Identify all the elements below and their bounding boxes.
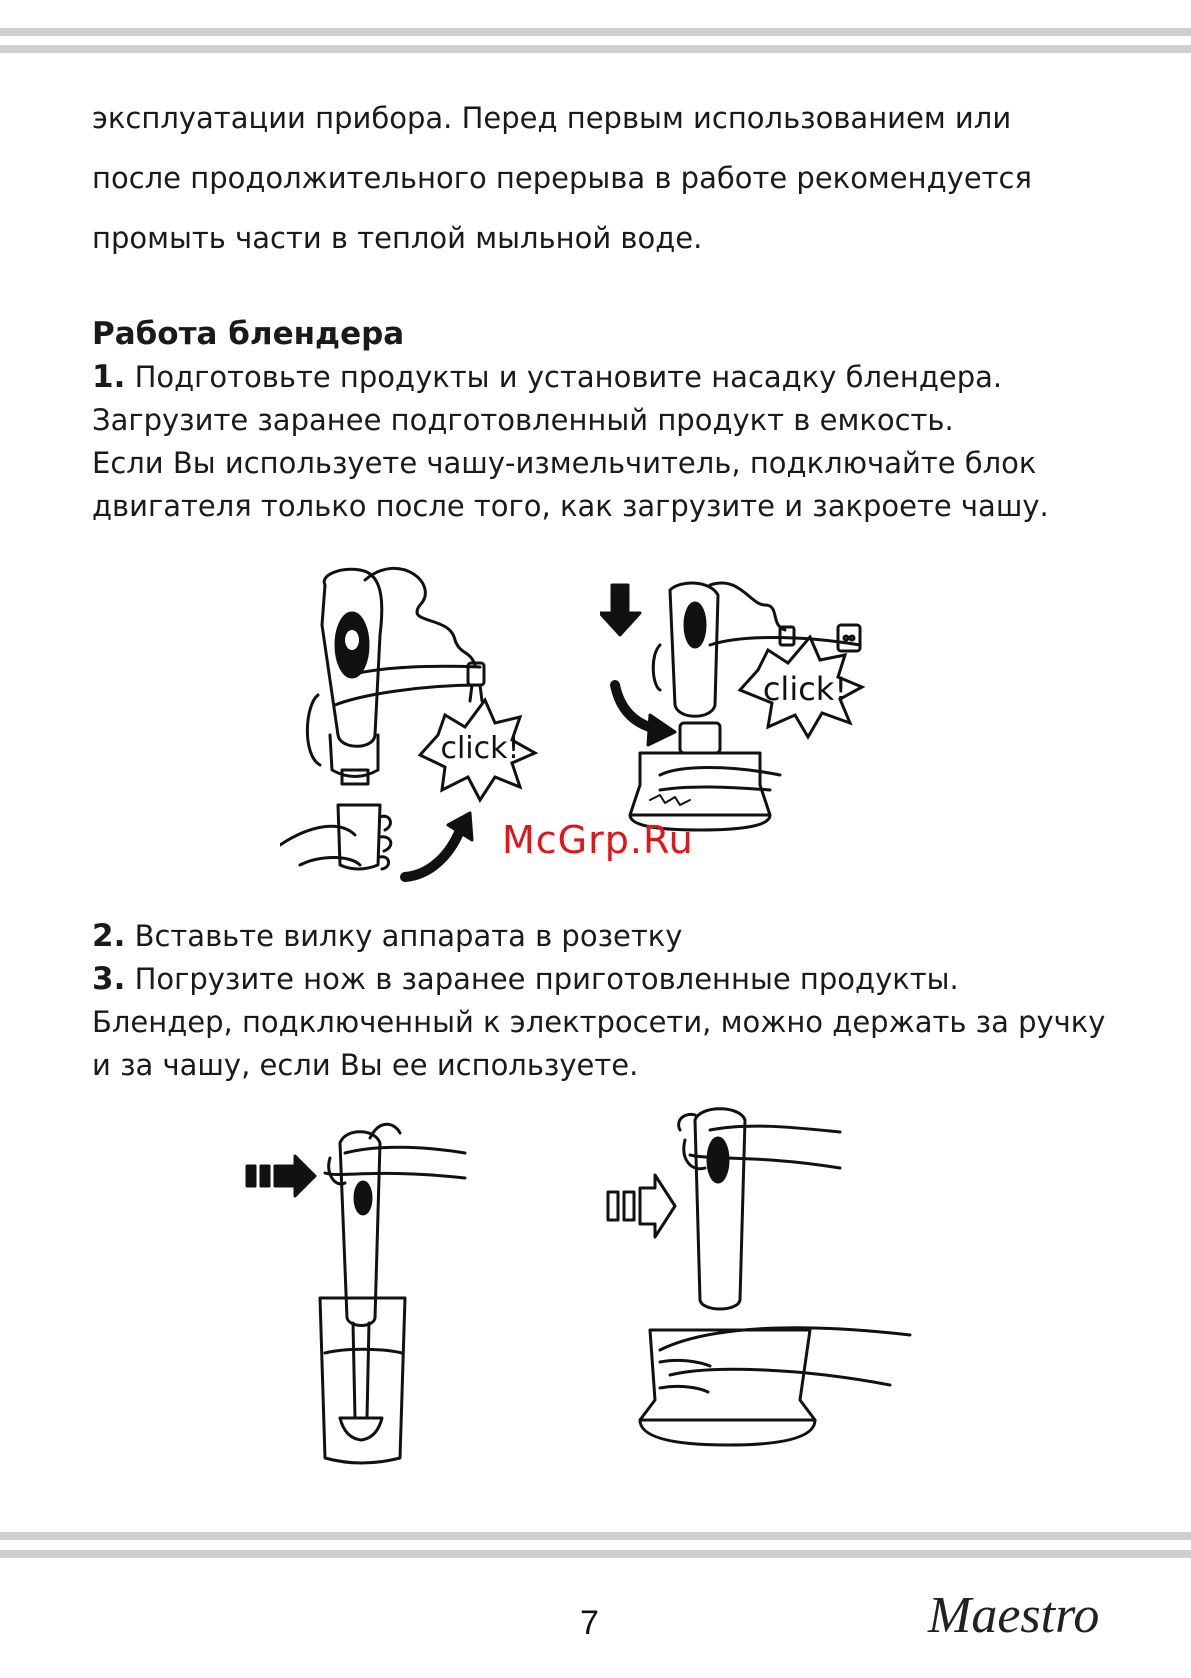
watermark: McGrp.Ru bbox=[502, 818, 694, 862]
intro-line: эксплуатации прибора. Перед первым испол… bbox=[92, 101, 1012, 135]
intro-line: промыть части в теплой мыльной воде. bbox=[92, 221, 703, 255]
step-number: 2. bbox=[92, 918, 126, 954]
step-1-line: 1. Подготовьте продукты и установите нас… bbox=[92, 356, 1112, 399]
click-label: click! bbox=[440, 731, 519, 766]
bottom-rule-1 bbox=[0, 1532, 1191, 1540]
figure-attach-shaft: click! bbox=[280, 566, 539, 882]
step-3-line: Блендер, подключенный к электросети, мож… bbox=[92, 1005, 1106, 1039]
figure-blend-beaker bbox=[245, 1122, 467, 1465]
step-1-block: 1. Подготовьте продукты и установите нас… bbox=[92, 356, 1112, 528]
figure-attach-bowl: click! bbox=[600, 581, 866, 832]
figure-blend-bowl bbox=[606, 1107, 912, 1447]
top-rule-2 bbox=[0, 45, 1191, 53]
intro-line: после продолжительного перерыва в работе… bbox=[92, 161, 1032, 195]
intro-paragraph: эксплуатации прибора. Перед первым испол… bbox=[92, 88, 1112, 268]
brand-logo: Maestro bbox=[928, 1587, 1100, 1644]
step-1-line: Загрузите заранее подготовленный продукт… bbox=[92, 403, 954, 437]
step-1-line: двигателя только после того, как загрузи… bbox=[92, 489, 1049, 523]
step-3-line: и за чашу, если Вы ее используете. bbox=[92, 1048, 639, 1082]
step-text: Вставьте вилку аппарата в розетку bbox=[125, 919, 683, 953]
step-3-line: 3. Погрузите нож в заранее приготовленны… bbox=[92, 958, 1112, 1001]
bottom-rule-2 bbox=[0, 1550, 1191, 1558]
step-number: 3. bbox=[92, 961, 126, 997]
step-number: 1. bbox=[92, 359, 126, 395]
step-2-line: 2. Вставьте вилку аппарата в розетку bbox=[92, 915, 1112, 958]
top-rule-1 bbox=[0, 28, 1191, 36]
step-1-line: Если Вы используете чашу-измельчитель, п… bbox=[92, 446, 1037, 480]
page-number: 7 bbox=[580, 1604, 599, 1642]
step-text: Погрузите нож в заранее приготовленные п… bbox=[125, 962, 959, 996]
step-text: Подготовьте продукты и установите насадк… bbox=[125, 360, 1003, 394]
click-label: click! bbox=[763, 670, 847, 708]
section-title: Работа блендера bbox=[92, 316, 405, 352]
step-2-3-block: 2. Вставьте вилку аппарата в розетку 3. … bbox=[92, 915, 1112, 1087]
